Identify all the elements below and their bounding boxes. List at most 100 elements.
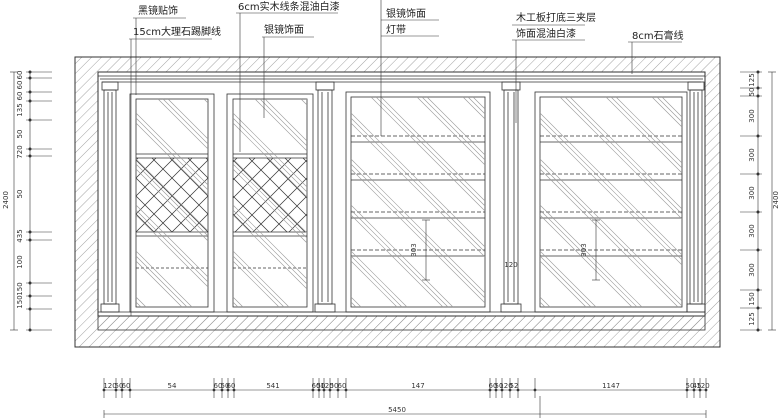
dim-left-label: 720: [16, 145, 24, 158]
dim-node: [756, 328, 760, 332]
dim-node: [756, 134, 760, 138]
pilaster-left-outer: [100, 81, 120, 313]
reflection-line: [135, 214, 209, 288]
lattice-line: [252, 177, 308, 233]
reflection-line: [232, 255, 285, 308]
dim-bottom-label: 45: [693, 382, 702, 390]
dim-bottom-label: 50: [495, 382, 504, 390]
label-black-mirror: 黑镜贴饰: [138, 4, 178, 17]
reflection-line: [300, 98, 308, 106]
dim-node: [756, 94, 760, 98]
lattice-line: [135, 157, 193, 215]
dim-left-label: 435: [16, 229, 24, 242]
dim-node: [756, 248, 760, 252]
reflection-line: [539, 301, 546, 308]
lattice-line: [232, 157, 274, 199]
dim-node: [28, 307, 32, 311]
dim-node: [756, 86, 760, 90]
wall-frame: [74, 56, 721, 348]
pilaster-right-outer: [686, 81, 706, 313]
dim-bottom-label: 60: [312, 382, 321, 390]
reflection-line: [135, 255, 188, 308]
reflection-line: [539, 250, 597, 308]
dim-bottom-label: 60: [489, 382, 498, 390]
reflection-line: [426, 96, 486, 156]
reflection-line: [350, 209, 449, 308]
label-plywood-2: 饰面混油白漆: [516, 27, 576, 40]
reflection-line: [135, 296, 147, 308]
dim-node: [232, 388, 236, 392]
dim-node: [533, 388, 537, 392]
dim-right-label: 300: [748, 263, 756, 276]
dim-node: [28, 154, 32, 158]
dim-bottom-label: 120: [499, 382, 512, 390]
door-panel-left: [129, 93, 215, 313]
gap-dim-text: 120: [504, 261, 517, 269]
reflection-line: [380, 96, 486, 202]
dim-left-label: 60: [16, 71, 24, 80]
dim-node: [685, 388, 689, 392]
reflection-line: [467, 96, 486, 115]
label-marble-skirting: 15cm大理石踢脚线: [133, 25, 221, 38]
dim-node: [692, 388, 696, 392]
reflection-line: [157, 98, 209, 150]
dim-bottom-label: 120: [320, 382, 333, 390]
reflection-line: [135, 163, 209, 237]
label-gypsum-line: 8cm石膏线: [632, 29, 684, 42]
dimension-total-bottom: [103, 396, 707, 418]
dim-node: [28, 281, 32, 285]
lattice-line: [288, 213, 308, 233]
dim-node: [28, 70, 32, 74]
dim-bottom-label: 50: [221, 382, 230, 390]
lattice-line: [284, 157, 308, 181]
lattice-line: [135, 157, 157, 179]
reflection-line: [539, 296, 551, 308]
dim-node: [28, 328, 32, 332]
lattice-line: [187, 157, 209, 179]
reflection-line: [539, 260, 587, 308]
dim-node: [494, 388, 498, 392]
reflection-line: [232, 296, 244, 308]
door-panel-right: [226, 93, 314, 313]
reflection-line: [539, 163, 683, 307]
reflection-line: [305, 98, 308, 101]
reflection-line: [135, 117, 209, 191]
reflection-line: [539, 122, 683, 266]
dim-node: [28, 294, 32, 298]
dim-bottom-label: 60: [122, 382, 131, 390]
reflection-line: [539, 255, 592, 308]
dim-node: [488, 388, 492, 392]
dim-left-total: 2400: [2, 191, 10, 209]
reflection-line: [203, 98, 209, 104]
dim-bottom-total: 5450: [388, 406, 406, 414]
dim-left-label: 50: [16, 130, 24, 139]
dim-node: [756, 172, 760, 176]
dim-left-label: 135: [16, 103, 24, 116]
dim-bottom-label: 54: [168, 382, 177, 390]
dim-right-label: 300: [748, 109, 756, 122]
dim-left-label: 150: [16, 282, 24, 295]
reflection-line: [661, 96, 683, 118]
reflection-line: [569, 96, 683, 210]
dim-left-label: 150: [16, 295, 24, 308]
reflection-line: [350, 250, 408, 308]
lattice-line: [232, 195, 270, 233]
reflection-line: [232, 214, 308, 290]
dim-bottom-label: 50: [115, 382, 124, 390]
reflection-line: [539, 168, 679, 308]
dim-node: [344, 388, 348, 392]
reflection-line: [232, 163, 308, 239]
reflection-line: [232, 117, 308, 193]
reflection-line: [350, 204, 454, 308]
dim-left-label: 50: [16, 190, 24, 199]
dim-bottom-label: 120: [103, 382, 116, 390]
reflection-line: [539, 117, 683, 261]
reflection-line: [656, 96, 683, 123]
dim-bottom-label: 50: [686, 382, 695, 390]
reflection-line: [135, 260, 183, 308]
reflection-line: [232, 122, 308, 198]
reflection-line: [135, 158, 209, 232]
reflection-line: [350, 260, 398, 308]
dim-bottom-label: 50: [330, 382, 339, 390]
